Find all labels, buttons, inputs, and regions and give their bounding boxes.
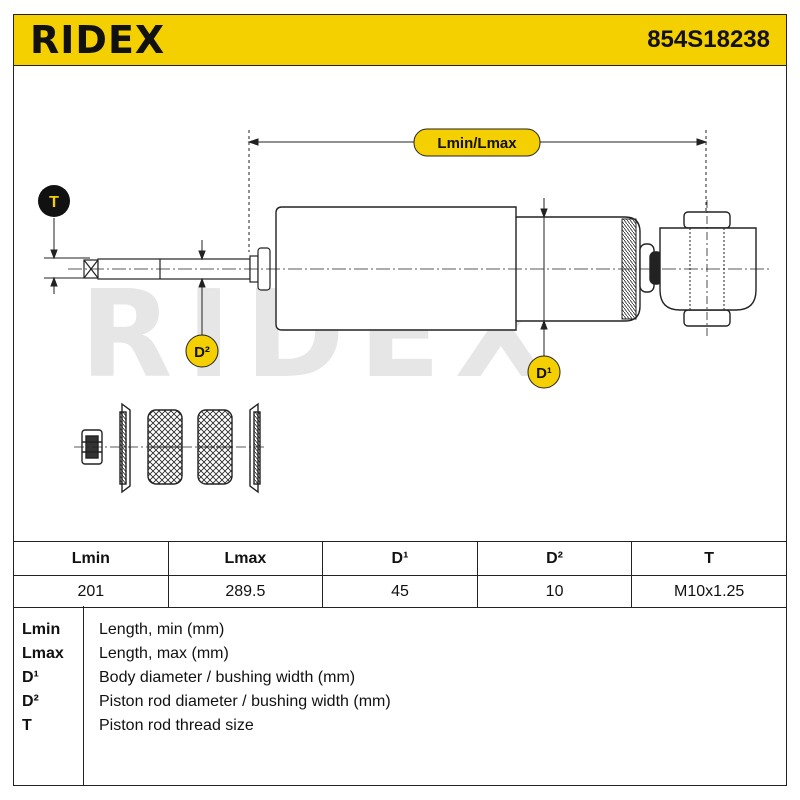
legend-divider [83, 606, 84, 786]
value-t: M10x1.25 [631, 575, 787, 608]
value-lmin: 201 [13, 575, 169, 608]
drawing-frame [13, 66, 787, 786]
legend: Lmin Length, min (mm) Lmax Length, max (… [13, 606, 787, 786]
header-d1: D¹ [322, 541, 478, 576]
legend-key: T [22, 717, 32, 734]
legend-key: Lmax [22, 645, 64, 662]
t-badge [38, 185, 70, 217]
shock-absorber-diagram: RIDEX Lmin/Lmax T D² [38, 128, 770, 494]
legend-item: D¹ Body diameter / bushing width (mm) [13, 666, 787, 690]
legend-item: D² Piston rod diameter / bushing width (… [13, 690, 787, 714]
spec-value-row: 201 289.5 45 10 M10x1.25 [13, 575, 787, 608]
body-diameter-dimension [540, 198, 548, 356]
legend-desc: Length, max (mm) [99, 645, 229, 662]
spec-header-row: Lmin Lmax D¹ D² T [13, 541, 787, 576]
legend-desc: Length, min (mm) [99, 621, 225, 638]
legend-item: Lmin Length, min (mm) [13, 618, 787, 642]
lmin-lmax-label: Lmin/Lmax [437, 135, 517, 152]
header-t: T [631, 541, 787, 576]
mounting-kit [74, 402, 266, 494]
washer-left-icon [119, 402, 131, 494]
d1-label: D¹ [536, 365, 552, 382]
rod-diameter-dimension [198, 240, 206, 335]
legend-key: D¹ [22, 669, 39, 686]
legend-desc: Body diameter / bushing width (mm) [99, 669, 356, 686]
header-lmin: Lmin [13, 541, 169, 576]
legend-item: T Piston rod thread size [13, 714, 787, 738]
shock-body [275, 206, 663, 331]
value-d1: 45 [322, 575, 478, 608]
header-d2: D² [476, 541, 633, 576]
legend-key: Lmin [22, 621, 61, 638]
brand-logo: RIDEX [30, 18, 166, 62]
header-lmax: Lmax [167, 541, 324, 576]
part-number: 854S18238 [647, 26, 770, 53]
header-bar: RIDEX 854S18238 [13, 14, 787, 66]
legend-key: D² [22, 693, 39, 710]
legend-desc: Piston rod diameter / bushing width (mm) [99, 693, 391, 710]
d2-label: D² [194, 344, 210, 361]
legend-item: Lmax Length, max (mm) [13, 642, 787, 666]
washer-right-icon [249, 402, 261, 494]
lmin-lmax-badge [413, 128, 541, 157]
value-d2: 10 [476, 575, 633, 608]
t-label: T [49, 194, 59, 211]
value-lmax: 289.5 [167, 575, 324, 608]
spec-table: Lmin Lmax D¹ D² T 201 289.5 45 10 M10x1.… [13, 541, 787, 608]
legend-desc: Piston rod thread size [99, 717, 254, 734]
thread-dimension [44, 218, 90, 294]
d2-badge [185, 334, 219, 368]
d1-badge [527, 355, 561, 389]
